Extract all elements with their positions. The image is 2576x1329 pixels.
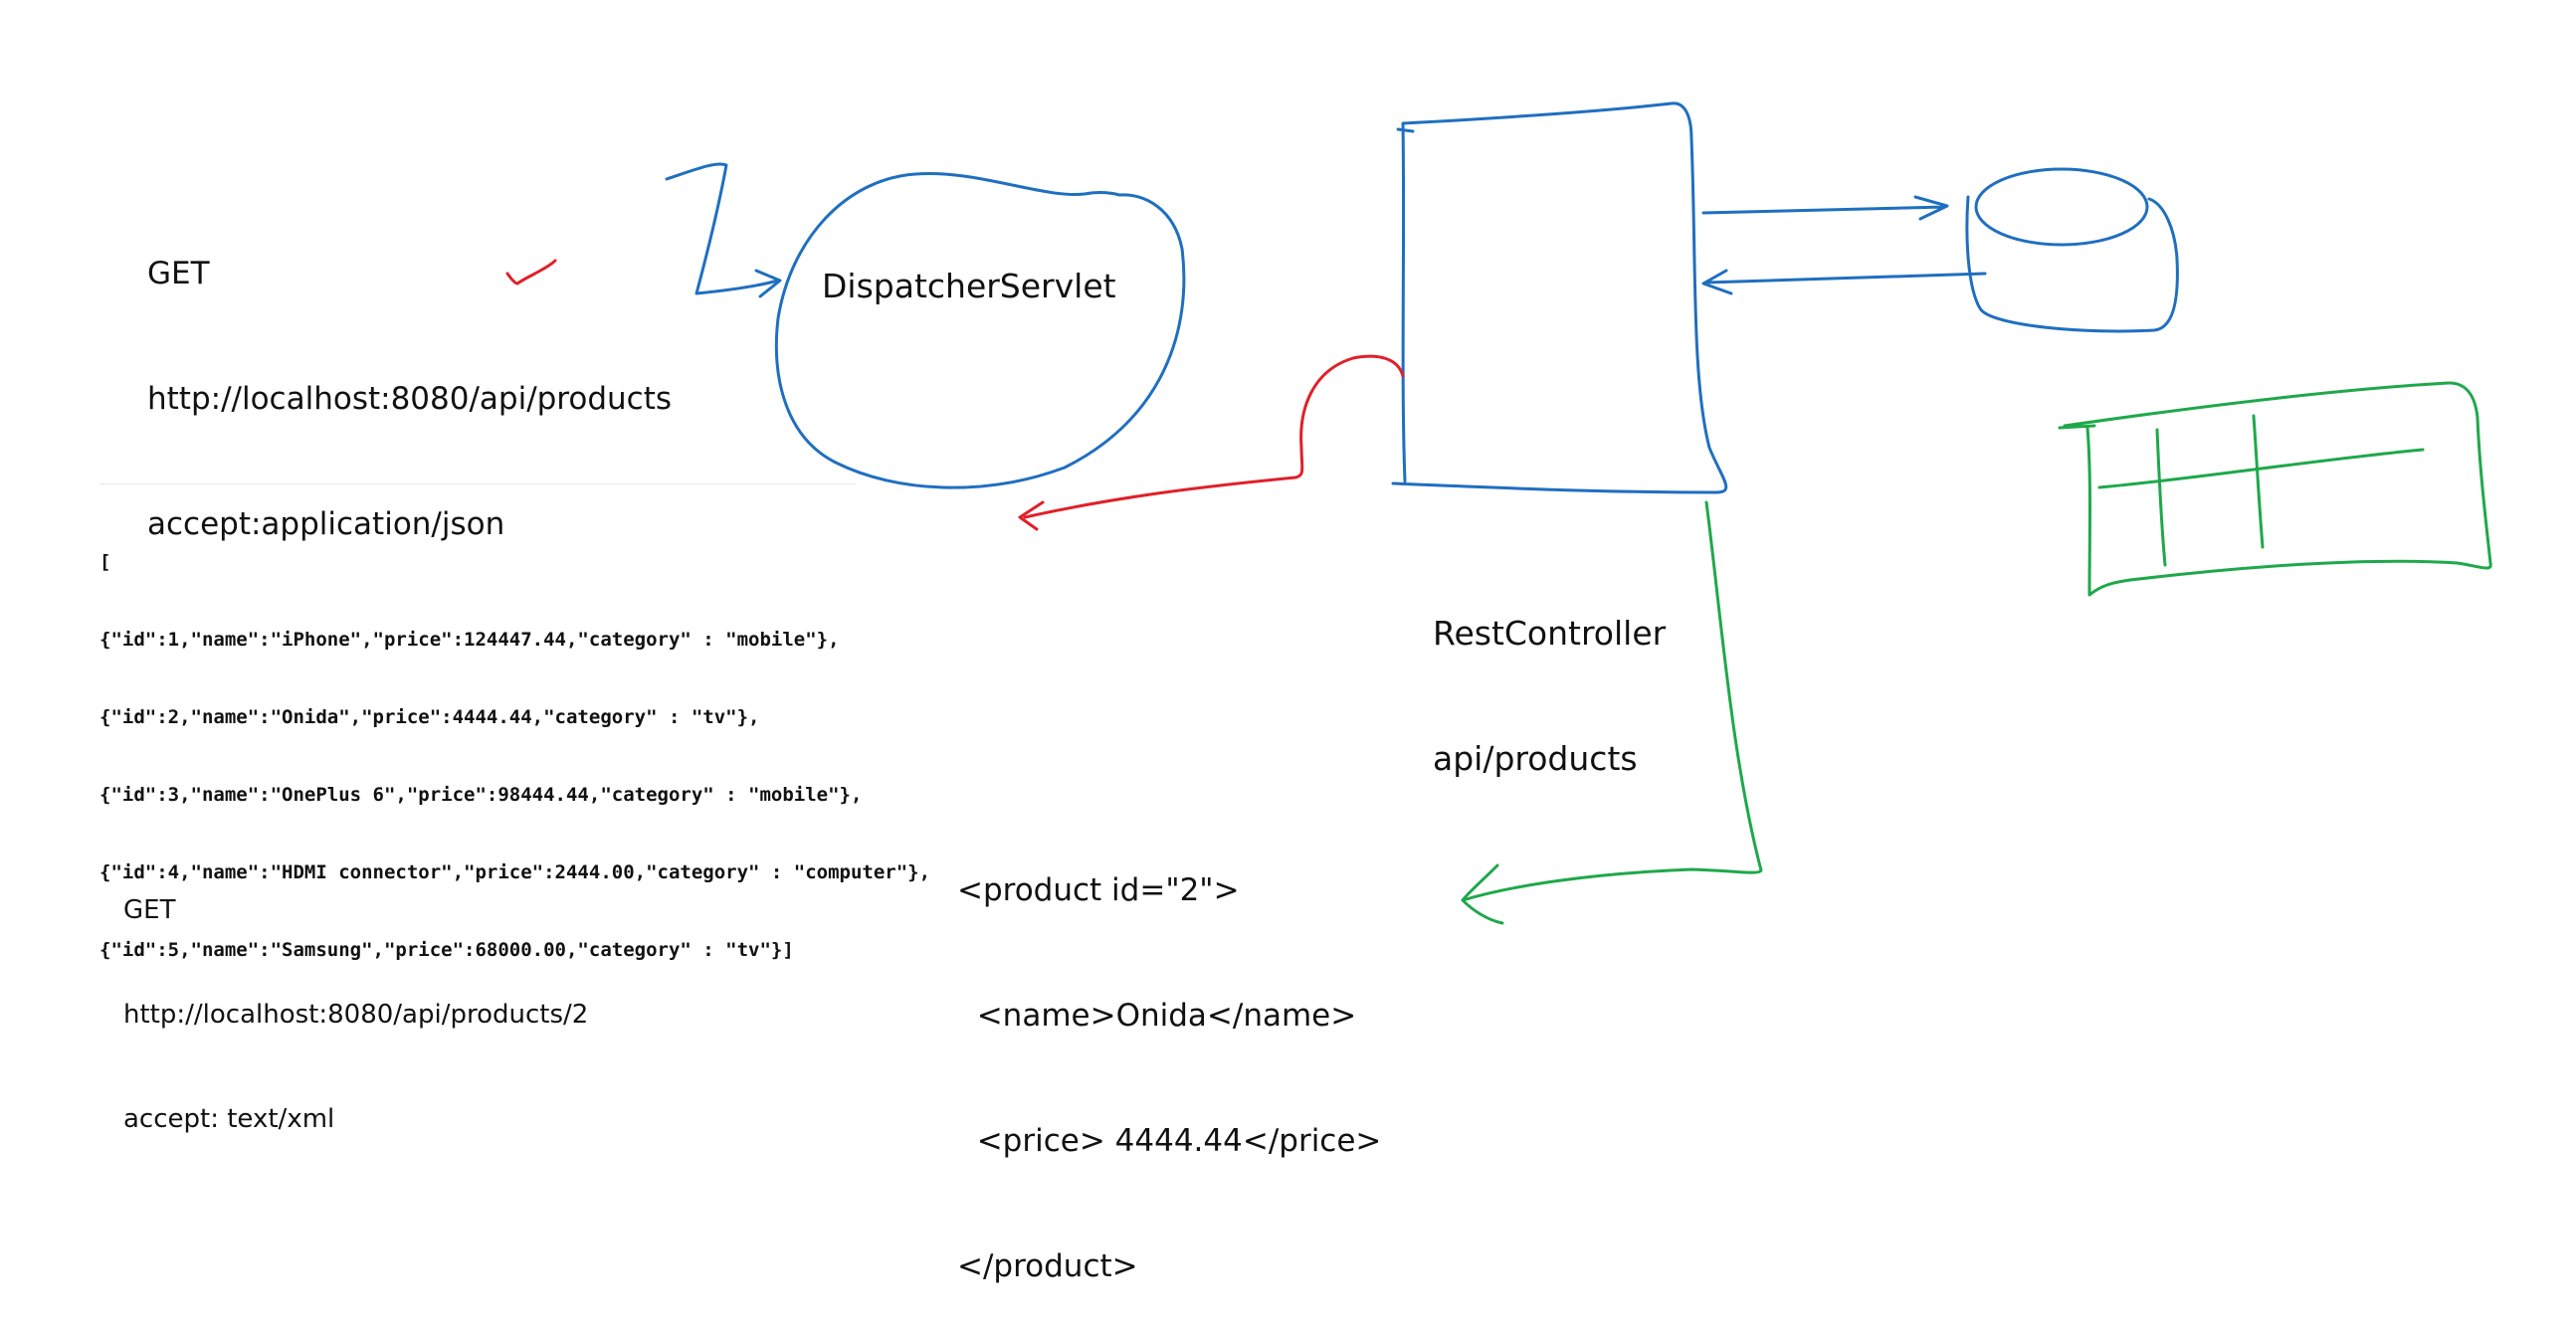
json-line: {"id":2,"name":"Onida","price":4444.44,"… bbox=[99, 706, 760, 728]
json-request-url: http://localhost:8080/api/products bbox=[147, 381, 673, 417]
json-line: {"id":1,"name":"iPhone","price":124447.4… bbox=[99, 629, 840, 651]
xml-line: <product id="2"> bbox=[957, 872, 1240, 908]
json-divider bbox=[99, 483, 856, 484]
xml-response-arrow bbox=[1461, 500, 1763, 902]
json-line: {"id":4,"name":"HDMI connector","price":… bbox=[99, 861, 931, 883]
table-outline bbox=[2058, 381, 2492, 597]
dispatcher-label: DispatcherServlet bbox=[822, 267, 1116, 305]
controller-path: api/products bbox=[1433, 739, 1638, 778]
db-arrow-in bbox=[1701, 269, 1987, 295]
json-response-arrow bbox=[1023, 354, 1405, 519]
table-grid bbox=[2097, 414, 2425, 567]
request-arrow bbox=[665, 162, 780, 295]
json-response-block: [ {"id":1,"name":"iPhone","price":124447… bbox=[99, 497, 930, 989]
xml-line: <price> 4444.44</price> bbox=[957, 1123, 1382, 1159]
db-cylinder-body bbox=[1965, 195, 2179, 333]
json-response-arrowhead bbox=[1018, 500, 1045, 531]
request-arrowhead bbox=[754, 269, 782, 298]
check-mark bbox=[505, 259, 557, 285]
xml-request-url: http://localhost:8080/api/products/2 bbox=[123, 1000, 589, 1030]
xml-request-method: GET bbox=[123, 895, 176, 925]
xml-line: <name>Onida</name> bbox=[957, 998, 1357, 1034]
json-line: {"id":3,"name":"OnePlus 6","price":98444… bbox=[99, 784, 863, 806]
controller-name: RestController bbox=[1433, 614, 1667, 653]
dispatcher-circle bbox=[774, 171, 1186, 489]
json-request-method: GET bbox=[147, 256, 210, 291]
db-cylinder-top bbox=[1974, 167, 2149, 247]
json-request-text: GET http://localhost:8080/api/products a… bbox=[147, 169, 672, 587]
xml-request-accept: accept: text/xml bbox=[123, 1104, 335, 1134]
controller-label: RestController api/products bbox=[1433, 529, 1666, 822]
xml-response-arrowhead bbox=[1461, 863, 1504, 925]
xml-request-text: GET http://localhost:8080/api/products/2… bbox=[123, 824, 588, 1172]
json-request-accept: accept:application/json bbox=[147, 506, 505, 542]
xml-response-block: <product id="2"> <name>Onida</name> <pri… bbox=[957, 786, 1381, 1329]
db-arrow-out bbox=[1701, 195, 1949, 221]
xml-line: </product> bbox=[957, 1248, 1138, 1284]
whiteboard-sketch bbox=[505, 101, 2492, 925]
controller-box bbox=[1391, 101, 1728, 494]
json-line: [ bbox=[99, 551, 111, 573]
json-line: {"id":5,"name":"Samsung","price":68000.0… bbox=[99, 939, 794, 961]
